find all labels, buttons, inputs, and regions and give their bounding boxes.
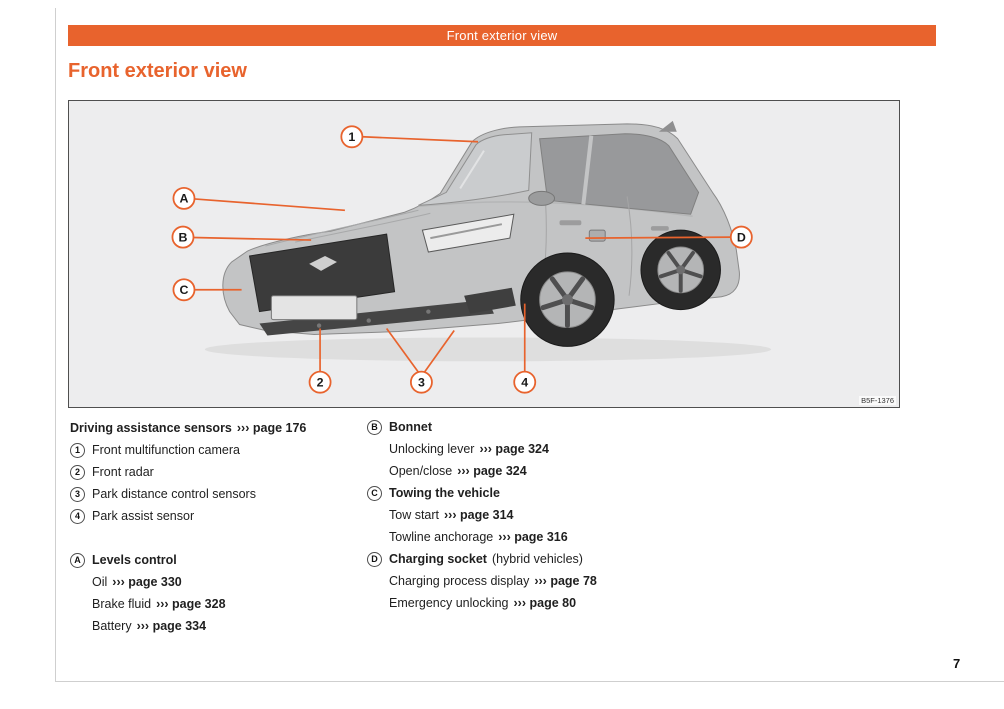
- section-charging-socket-heading: D Charging socket (hybrid vehicles): [367, 552, 702, 567]
- figure-callout-C: [172, 278, 196, 302]
- column-left: Driving assistance sensors ››› page 176 …: [70, 421, 362, 641]
- callout-leader-lines: [193, 135, 731, 373]
- figure-callout-A: [172, 186, 196, 210]
- item-marker-A: A: [70, 553, 85, 568]
- heading-suffix: (hybrid vehicles): [491, 552, 583, 566]
- park-sensor-dot: [426, 309, 431, 314]
- brand-badge: [309, 255, 337, 271]
- figure-callout-3-label: 3: [418, 376, 425, 390]
- figure-callout-4-label: 4: [521, 376, 528, 390]
- page-reference[interactable]: ››› page 176: [236, 421, 307, 435]
- figure-callout-1: [340, 125, 364, 149]
- item-marker-2: 2: [70, 465, 85, 480]
- figure-callout-2: [308, 370, 332, 394]
- figure-front-exterior: 1 A B C D 2 3 4 B5F-1376: [68, 100, 900, 408]
- windshield: [418, 132, 533, 206]
- park-sensor-dot: [366, 318, 371, 323]
- roof-antenna: [658, 120, 677, 132]
- figure-callout-D: [729, 225, 753, 249]
- figure-callout-3: [409, 370, 433, 394]
- page-reference[interactable]: ››› page 78: [534, 574, 597, 588]
- ref-line-towline-anchorage: Towline anchorage ››› page 316: [389, 530, 568, 544]
- bumper-intake: [464, 287, 516, 314]
- section-heading-label: Driving assistance sensors: [70, 421, 232, 435]
- park-sensor-dot: [316, 323, 322, 328]
- item-marker-C: C: [367, 486, 382, 501]
- page-title: Front exterior view: [68, 60, 247, 82]
- headlight: [421, 213, 515, 253]
- ref-line-brake-fluid: Brake fluid ››› page 328: [92, 597, 226, 611]
- figure-callout-2-label: 2: [317, 376, 324, 390]
- figure-code: B5F-1376: [859, 396, 896, 405]
- page-edge-left: [55, 8, 56, 682]
- figure-callout-B: [171, 225, 195, 249]
- figure-callout-C-label: C: [179, 283, 188, 297]
- rear-wheel: [640, 229, 721, 311]
- hood-crease-lines: [265, 209, 431, 247]
- header-bar-title: Front exterior view: [446, 28, 558, 43]
- section-gap: [70, 531, 362, 553]
- figure-callout-A-label: A: [179, 192, 188, 206]
- item-marker-4: 4: [70, 509, 85, 524]
- section-driving-assistance-heading: Driving assistance sensors ››› page 176: [70, 421, 362, 436]
- side-mirror: [528, 190, 556, 206]
- page-reference[interactable]: ››› page 330: [112, 575, 182, 589]
- section-bonnet-heading: B Bonnet: [367, 420, 702, 435]
- item-marker-B: B: [367, 420, 382, 435]
- side-windows: [539, 133, 700, 215]
- page-reference[interactable]: ››› page 334: [136, 619, 207, 633]
- page-reference[interactable]: ››› page 314: [444, 508, 514, 522]
- figure-callout-4: [513, 370, 537, 394]
- windshield-reflection: [459, 150, 485, 189]
- list-item-park-assist: 4 Park assist sensor: [70, 509, 362, 524]
- front-grille: [248, 233, 396, 313]
- page-reference[interactable]: ››› page 328: [156, 597, 226, 611]
- page-reference[interactable]: ››› page 316: [498, 530, 568, 544]
- section-levels-control-heading: A Levels control: [70, 553, 362, 568]
- door-handle: [559, 220, 582, 226]
- b-pillar: [581, 135, 594, 205]
- beltline: [418, 201, 693, 217]
- car-illustration: 1 A B C D 2 3 4: [171, 120, 772, 394]
- page-reference[interactable]: ››› page 80: [513, 596, 577, 610]
- figure-callout-1-label: 1: [348, 130, 355, 144]
- licence-plate: [270, 295, 358, 321]
- ref-line-open-close: Open/close ››› page 324: [389, 464, 527, 478]
- callout-circles: [171, 125, 753, 394]
- door-handle: [650, 226, 669, 231]
- header-bar: Front exterior view: [68, 25, 936, 46]
- list-item-park-distance: 3 Park distance control sensors: [70, 487, 362, 502]
- ref-line-battery: Battery ››› page 334: [92, 619, 207, 633]
- figure-callout-D-label: D: [737, 230, 746, 244]
- list-item-front-camera: 1 Front multifunction camera: [70, 443, 362, 458]
- ref-line-unlocking-lever: Unlocking lever ››› page 324: [389, 442, 549, 456]
- list-item-front-radar: 2 Front radar: [70, 465, 362, 480]
- ref-line-emergency-unlocking: Emergency unlocking ››› page 80: [389, 596, 577, 610]
- front-wheel: [520, 252, 615, 347]
- section-towing-heading: C Towing the vehicle: [367, 486, 702, 501]
- page-reference[interactable]: ››› page 324: [479, 442, 549, 456]
- item-marker-D: D: [367, 552, 382, 567]
- ref-line-charging-display: Charging process display ››› page 78: [389, 574, 597, 588]
- charging-socket-flap: [588, 229, 606, 242]
- item-marker-3: 3: [70, 487, 85, 502]
- ref-line-tow-start: Tow start ››› page 314: [389, 508, 514, 522]
- column-right: B Bonnet Unlocking lever ››› page 324 Op…: [367, 420, 702, 618]
- page-reference[interactable]: ››› page 324: [457, 464, 527, 478]
- page-edge-bottom: [55, 681, 1004, 682]
- headlight-detail: [430, 223, 503, 240]
- page-number: 7: [953, 656, 961, 671]
- figure-callout-B-label: B: [178, 230, 187, 244]
- car-shadow: [204, 337, 772, 362]
- ref-line-oil: Oil ››› page 330: [92, 575, 182, 589]
- item-marker-1: 1: [70, 443, 85, 458]
